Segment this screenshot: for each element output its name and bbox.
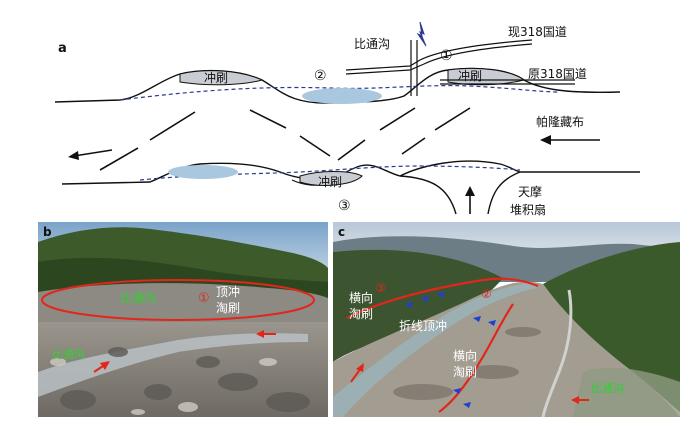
new-318-road-b (345, 43, 533, 75)
lower-bank-line (61, 160, 640, 185)
bitonggou-channel (410, 40, 418, 96)
scour-lens-upper-left (179, 70, 264, 86)
panel-c-circle-3: ③ (375, 281, 386, 295)
river-channel (333, 282, 537, 417)
scour-lens-lower-middle (299, 171, 363, 186)
scour-label-upper-right: 冲刷 (458, 68, 482, 83)
blue-arrows (405, 292, 496, 408)
water-lens-upper-middle (302, 88, 382, 104)
upper-water-line (119, 84, 561, 101)
panel-a-schematic: a 冲刷 冲刷 ② ① 比通沟 现318国道 原318国道 帕隆藏布 (54, 21, 640, 217)
stream (38, 333, 308, 397)
left-forest-slope (333, 249, 503, 362)
tianmo-fan (399, 171, 521, 215)
road (541, 289, 573, 417)
scour-zone-ellipse (41, 279, 315, 321)
panel-b-top-label-2: 淘刷 (216, 301, 240, 315)
red-line-upper (346, 277, 539, 319)
water-lens-lower-left (168, 165, 238, 179)
river-label: 帕隆藏布 (536, 114, 584, 129)
tianmo-label-2: 堆积扇 (510, 202, 546, 217)
panel-c-lateral-left-2: 淘刷 (349, 307, 373, 321)
red-arrow-bitonggou (571, 396, 589, 404)
panel-b-top-label-1: 顶冲 (216, 284, 240, 299)
debris-slope (38, 283, 328, 332)
red-arrow-river (350, 363, 364, 383)
tianmo-arrow (465, 186, 475, 214)
scour-label-lower: 冲刷 (318, 174, 342, 189)
panel-a-letter: a (58, 41, 67, 56)
panel-c-letter: c (338, 225, 345, 239)
panel-c-scene: c 横向 淘刷 ③ 折线顶冲 ② 横向 淘刷 比通沟 (333, 222, 680, 417)
circle-3-lower: ③ (338, 198, 351, 214)
panel-c-photo: c 横向 淘刷 ③ 折线顶冲 ② 横向 淘刷 比通沟 (333, 222, 680, 417)
panel-b-bitonggou-label: 比通沟 (120, 291, 156, 305)
panel-c-fold-label: 折线顶冲 (399, 318, 447, 333)
bitonggou-fan (573, 367, 680, 417)
new-318-road (345, 39, 533, 71)
panel-c-circle-2: ② (481, 287, 492, 301)
scour-label-upper-left: 冲刷 (204, 70, 228, 85)
panel-b-circle-1: ① (198, 291, 210, 306)
panel-b-photo: b 比通沟 ① 顶冲 淘刷 比通沟 (38, 222, 328, 417)
right-forest-slope (543, 242, 680, 412)
river-flow-arrow (540, 135, 600, 145)
bitonggou-arrow (416, 21, 427, 47)
panel-b-scene: b 比通沟 ① 顶冲 淘刷 比通沟 (38, 222, 328, 417)
left-flow-arrow (68, 149, 113, 160)
middle-channel-lines (99, 107, 471, 171)
panel-b-letter: b (43, 225, 52, 239)
red-arrow-right (256, 330, 276, 338)
circle-2-upper: ② (314, 68, 327, 84)
red-arrow-left (93, 361, 110, 373)
new-318-label: 现318国道 (508, 25, 567, 39)
red-line-lower (438, 303, 514, 413)
panel-c-lateral-left-1: 横向 (349, 290, 373, 305)
panel-b-bottom-label: 比通沟 (52, 348, 85, 361)
bitonggou-label: 比通沟 (354, 37, 390, 51)
panel-c-lateral-right-2: 淘刷 (453, 365, 477, 379)
panel-c-lateral-right-1: 横向 (453, 348, 477, 363)
panel-c-bitonggou-label: 比通沟 (591, 382, 624, 395)
boulders (60, 347, 310, 412)
old-318-label: 原318国道 (528, 67, 587, 81)
tianmo-label-1: 天摩 (518, 184, 542, 199)
